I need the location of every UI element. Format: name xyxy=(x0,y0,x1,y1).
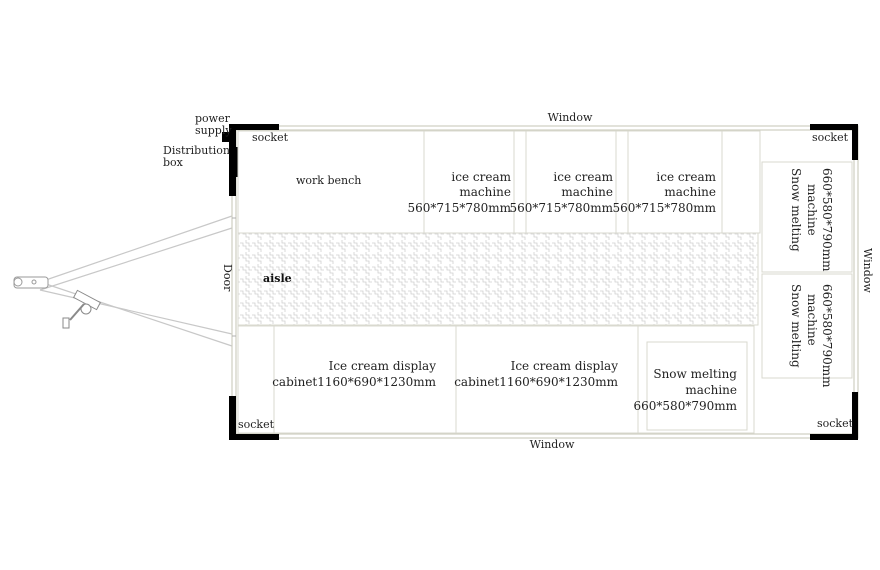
snow-machine-right-2-size: 660*580*790mm xyxy=(820,284,834,388)
machine-gap-2 xyxy=(615,130,629,234)
snow-melting-machine-right-2 xyxy=(761,273,853,379)
ice-cream-machine-2-line2: machine xyxy=(561,185,613,199)
distribution-box-label-2: box xyxy=(163,156,184,169)
machine-gap-1 xyxy=(513,130,527,234)
ice-cream-machine-3-line2: machine xyxy=(664,185,716,199)
ice-cream-machine-3-size: 560*715*780mm xyxy=(613,201,717,215)
snow-machine-bottom-line2: machine xyxy=(685,383,737,397)
display-cabinet-1 xyxy=(273,325,457,434)
aisle-floor xyxy=(237,232,759,326)
socket-top-right: socket xyxy=(812,131,849,144)
power-supply-label-1: power xyxy=(195,112,231,125)
snow-machine-right-2-line2: machine xyxy=(805,294,819,346)
snow-machine-bottom-line1: Snow melting xyxy=(653,367,737,381)
ice-cream-machine-2-line1: ice cream xyxy=(553,170,613,184)
ice-cream-machine-2 xyxy=(525,130,617,234)
display-cabinet-2-line1: Ice cream display xyxy=(511,359,619,373)
window-bottom-label: Window xyxy=(530,438,575,451)
trailer-walls xyxy=(231,125,859,439)
tow-hitch xyxy=(13,215,233,347)
socket-bottom-left: socket xyxy=(238,418,275,431)
work-bench xyxy=(237,130,425,234)
jack-stand-icon xyxy=(62,289,102,329)
ice-cream-machine-1-size: 560*715*780mm xyxy=(408,201,512,215)
aisle-label: aisle xyxy=(263,272,292,285)
ice-cream-machine-1-line1: ice cream xyxy=(451,170,511,184)
window-top-label: Window xyxy=(548,111,593,124)
socket-top-left: socket xyxy=(252,131,289,144)
display-cabinet-2-size: cabinet1160*690*1230mm xyxy=(454,375,618,389)
bottom-left-counter xyxy=(237,325,275,434)
distribution-box-label-1: Distribution xyxy=(163,144,230,157)
snow-machine-right-2-line1: Snow melting xyxy=(789,284,803,368)
snow-machine-bottom-size: 660*580*790mm xyxy=(634,399,738,413)
ice-cream-machine-3-line1: ice cream xyxy=(656,170,716,184)
ice-cream-machine-1 xyxy=(423,130,515,234)
window-right-label: Window xyxy=(861,248,874,293)
ice-cream-machine-1-line2: machine xyxy=(459,185,511,199)
ice-cream-machine-2-size: 560*715*780mm xyxy=(510,201,614,215)
snow-melting-machine-right-1 xyxy=(761,161,853,273)
snow-melting-machine-bottom xyxy=(646,341,748,431)
socket-bottom-right: socket xyxy=(817,417,854,430)
top-right-counter xyxy=(721,130,761,234)
door-label: Door xyxy=(221,264,234,292)
display-cabinet-2 xyxy=(455,325,639,434)
work-bench-label: work bench xyxy=(296,174,361,187)
display-cabinet-1-line1: Ice cream display xyxy=(329,359,437,373)
snow-machine-right-1-line1: Snow melting xyxy=(789,168,803,252)
display-cabinet-1-size: cabinet1160*690*1230mm xyxy=(272,375,436,389)
snow-machine-right-1-line2: machine xyxy=(805,184,819,236)
power-supply-label-2: supply xyxy=(195,124,232,137)
snow-machine-right-1-size: 660*580*790mm xyxy=(820,168,834,272)
